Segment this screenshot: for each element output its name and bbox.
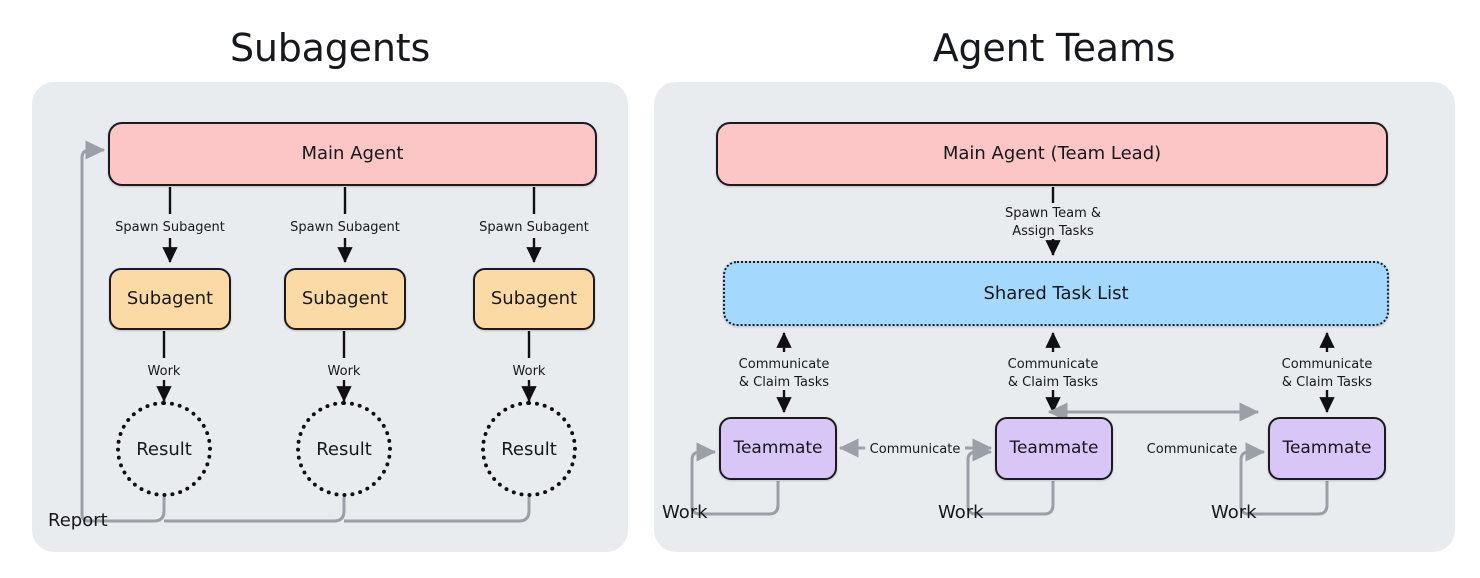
node-main-agent-team-lead[interactable]: Main Agent (Team Lead) (716, 122, 1388, 186)
node-teammate-3[interactable]: Teammate (1268, 417, 1386, 480)
edge-label-work-3: Work (512, 364, 546, 379)
edge-label-spawn-subagent-3: Spawn Subagent (479, 220, 589, 235)
edge-label-teammate-work-3: Work (1211, 502, 1257, 523)
edge-label-teammate-work-2: Work (938, 502, 984, 523)
edge-label-claim-tasks-2-line1: Communicate (1007, 357, 1099, 372)
edge-label-claim-tasks-3-line1: Communicate (1281, 357, 1373, 372)
node-result-2[interactable]: Result (296, 401, 392, 497)
node-result-3[interactable]: Result (481, 401, 577, 497)
edge-label-claim-tasks-3: Communicate & Claim Tasks (1282, 356, 1373, 391)
node-main-agent[interactable]: Main Agent (108, 122, 597, 186)
edge-label-claim-tasks-2-line2: & Claim Tasks (1007, 374, 1099, 390)
node-subagent-2[interactable]: Subagent (284, 268, 406, 330)
edge-label-spawn-team-line1: Spawn Team & (1004, 206, 1102, 221)
edge-label-spawn-subagent-2: Spawn Subagent (290, 220, 400, 235)
edge-label-claim-tasks-1-line2: & Claim Tasks (738, 374, 830, 390)
edge-label-claim-tasks-2: Communicate & Claim Tasks (1008, 356, 1099, 391)
edge-label-claim-tasks-1-line1: Communicate (738, 357, 830, 372)
node-subagent-1[interactable]: Subagent (109, 268, 231, 330)
edge-label-claim-tasks-3-line2: & Claim Tasks (1281, 374, 1373, 390)
edge-label-spawn-team-line2: Assign Tasks (1012, 223, 1094, 239)
edge-label-claim-tasks-1: Communicate & Claim Tasks (739, 356, 830, 391)
panel-title-subagents: Subagents (229, 26, 431, 70)
node-shared-task-list[interactable]: Shared Task List (723, 261, 1389, 326)
edge-label-spawn-team: Spawn Team & Assign Tasks (1005, 205, 1101, 240)
edge-label-work-1: Work (147, 364, 181, 379)
node-result-1[interactable]: Result (116, 401, 212, 497)
edge-label-communicate-1-2: Communicate (869, 442, 961, 457)
edge-label-spawn-subagent-1: Spawn Subagent (115, 220, 225, 235)
node-teammate-1[interactable]: Teammate (719, 417, 837, 480)
node-subagent-3[interactable]: Subagent (473, 268, 595, 330)
edge-label-communicate-2-3: Communicate (1146, 442, 1238, 457)
node-teammate-2[interactable]: Teammate (995, 417, 1113, 480)
panel-title-agent-teams: Agent Teams (932, 26, 1176, 70)
edge-label-teammate-work-1: Work (662, 502, 708, 523)
edge-label-work-2: Work (327, 364, 361, 379)
edge-label-report: Report (48, 510, 108, 531)
